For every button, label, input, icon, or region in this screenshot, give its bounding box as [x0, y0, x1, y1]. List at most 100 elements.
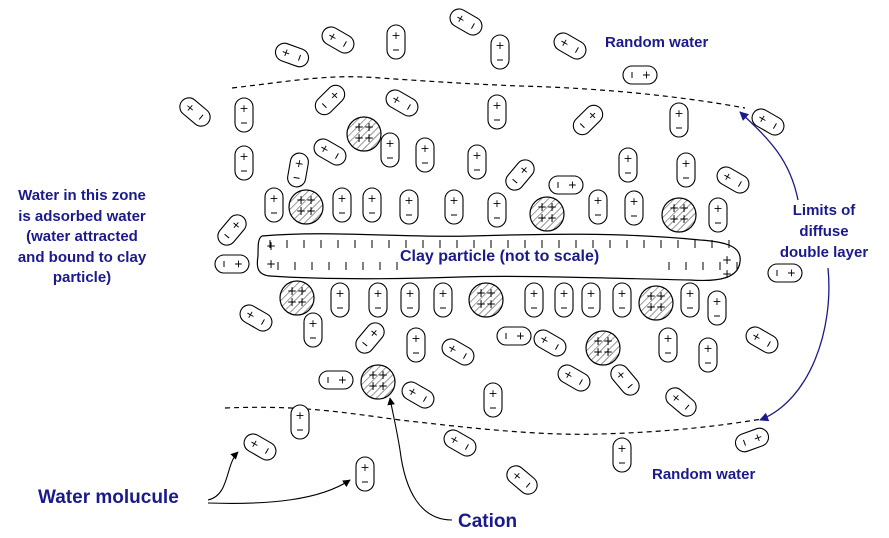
svg-text:+: + [364, 131, 374, 145]
svg-text:+: + [360, 461, 369, 474]
adsorbed-line-4: and bound to clay [2, 248, 162, 269]
svg-text:+: + [514, 331, 527, 340]
water-molecule-icon: + [613, 438, 631, 472]
random-water-label-top: Random water [605, 34, 708, 51]
water-molecule-icon: + [311, 136, 349, 169]
water-molecule-icon: + [768, 264, 802, 282]
water-molecule-icon: + [369, 283, 387, 317]
svg-text:+: + [593, 345, 603, 359]
cation-icon: ++++ [586, 331, 620, 365]
svg-text:+: + [308, 317, 317, 330]
cation-arrow [390, 398, 452, 520]
water-molecule-icon: + [623, 66, 657, 84]
svg-text:+: + [239, 102, 248, 115]
water-molecule-icon: + [582, 283, 600, 317]
water-molecule-icon: + [356, 457, 374, 491]
svg-text:+: + [476, 297, 486, 311]
svg-text:+: + [411, 332, 420, 345]
water-molecule-icon: + [589, 190, 607, 224]
water-molecule-icon: + [714, 164, 752, 197]
svg-text:+: + [663, 332, 672, 345]
svg-text:+: + [269, 192, 278, 205]
svg-text:+: + [495, 39, 504, 52]
svg-text:+: + [296, 204, 306, 218]
svg-text:+: + [391, 29, 400, 42]
water-molecule-icon: + [383, 87, 421, 120]
water-molecule-icon: + [291, 405, 309, 439]
water-molecule-arrow-1 [208, 452, 238, 500]
svg-text:+: + [617, 287, 626, 300]
svg-text:+: + [336, 375, 349, 384]
water-molecule-icon: + [613, 283, 631, 317]
water-molecule-icon: + [241, 431, 279, 464]
svg-text:+: + [368, 379, 378, 393]
water-molecule-icon: + [304, 313, 322, 347]
water-molecule-arrow-2 [208, 480, 350, 503]
clay-plus: + [266, 239, 276, 253]
water-molecule-icon: + [381, 133, 399, 167]
cation-icon: ++++ [469, 283, 503, 317]
svg-text:+: + [488, 387, 497, 400]
adsorbed-line-1: Water in this zone [2, 186, 162, 207]
svg-text:+: + [593, 194, 602, 207]
water-molecule-icon: + [625, 191, 643, 225]
water-molecule-icon: + [488, 193, 506, 227]
water-molecule-icon: + [681, 283, 699, 317]
adsorbed-line-2: is adsorbed water [2, 207, 162, 228]
cation-label: Cation [458, 511, 517, 533]
water-molecule-icon: + [709, 198, 727, 232]
svg-text:+: + [566, 180, 579, 189]
svg-text:+: + [295, 409, 304, 422]
clay-plus: + [722, 253, 732, 267]
cation-icon: ++++ [289, 190, 323, 224]
adsorbed-line-5: particle) [2, 268, 162, 289]
water-molecule-icon: + [699, 338, 717, 372]
svg-text:+: + [656, 300, 666, 314]
water-molecule-icon: + [439, 336, 477, 369]
svg-text:+: + [420, 142, 429, 155]
svg-text:+: + [674, 107, 683, 120]
water-molecule-icon: + [555, 283, 573, 317]
limits-line-2: diffuse [764, 221, 884, 242]
svg-text:+: + [640, 70, 653, 79]
water-molecule-icon: + [215, 255, 249, 273]
svg-text:+: + [603, 345, 613, 359]
clay-plus: + [722, 267, 732, 281]
svg-text:+: + [239, 150, 248, 163]
svg-text:+: + [529, 287, 538, 300]
water-molecule-icon: + [237, 302, 275, 335]
water-molecule-icon: + [265, 188, 283, 222]
water-molecule-icon: + [273, 41, 311, 70]
svg-text:+: + [354, 131, 364, 145]
svg-text:+: + [559, 287, 568, 300]
water-molecule-icon: + [331, 283, 349, 317]
svg-text:+: + [306, 204, 316, 218]
svg-text:+: + [438, 287, 447, 300]
water-molecule-icon: + [503, 462, 541, 498]
svg-text:+: + [646, 300, 656, 314]
clay-plus: + [266, 257, 276, 271]
svg-text:+: + [713, 202, 722, 215]
svg-text:+: + [297, 295, 307, 309]
svg-text:+: + [373, 287, 382, 300]
water-molecule-icon: + [708, 291, 726, 325]
water-molecule-icon: + [497, 327, 531, 345]
svg-text:+: + [335, 287, 344, 300]
water-molecule-icon: + [659, 328, 677, 362]
svg-text:+: + [681, 157, 690, 170]
svg-text:+: + [629, 195, 638, 208]
svg-text:+: + [685, 287, 694, 300]
svg-text:+: + [679, 212, 689, 226]
svg-text:+: + [617, 442, 626, 455]
svg-text:+: + [785, 268, 798, 277]
adsorbed-line-3: (water attracted [2, 227, 162, 248]
water-molecule-icon: + [447, 6, 485, 39]
svg-text:+: + [623, 152, 632, 165]
water-molecule-icon: + [551, 30, 589, 63]
water-molecule-icon: + [407, 328, 425, 362]
svg-text:+: + [404, 194, 413, 207]
cation-icon: ++++ [639, 286, 673, 320]
water-molecule-icon: + [502, 156, 538, 194]
water-molecule-icon: + [399, 379, 437, 412]
